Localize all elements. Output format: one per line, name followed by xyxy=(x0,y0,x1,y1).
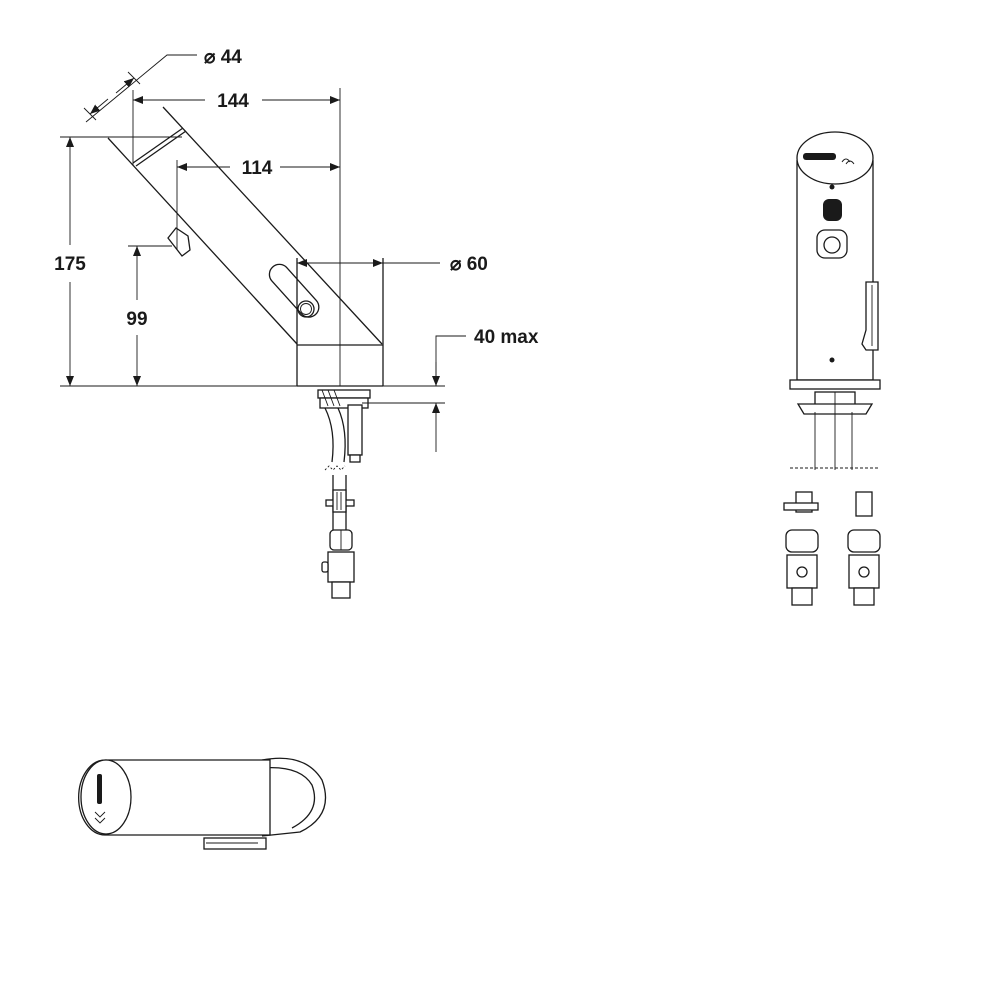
dimension-deck-thickness: 40 max xyxy=(362,327,539,452)
dim-deck-thickness-label: 40 max xyxy=(474,327,539,348)
side-slot xyxy=(268,263,320,318)
side-button xyxy=(297,300,315,318)
under-deck-fittings xyxy=(317,389,371,599)
dim-reach-outlet-label: 114 xyxy=(242,158,273,179)
dimension-height-outlet: 99 xyxy=(126,245,172,386)
sensor-bump xyxy=(167,227,191,257)
front-aerator xyxy=(816,229,848,259)
front-body xyxy=(796,160,874,381)
spout-body xyxy=(107,106,384,387)
front-base-plate xyxy=(789,379,881,390)
brand-logo xyxy=(803,153,836,160)
front-sensor-window xyxy=(823,199,842,221)
dimension-reach-outlet: 114 xyxy=(176,158,340,250)
dim-height-outlet-label: 99 xyxy=(126,309,147,330)
front-connector-right xyxy=(847,491,881,606)
dim-base-diameter-label: ⌀ 60 xyxy=(450,254,488,275)
dimension-outlet-diameter: ⌀ 44 xyxy=(83,47,242,123)
front-connector-left xyxy=(783,491,819,606)
sensor-wave-icon xyxy=(841,158,855,165)
dimension-reach-total: 144 xyxy=(132,88,341,386)
dimension-base-diameter: ⌀ 60 xyxy=(297,254,488,275)
top-lever xyxy=(203,837,267,850)
front-view xyxy=(783,131,881,606)
side-view: ⌀ 44 144 114 175 99 xyxy=(54,47,539,599)
dim-reach-total-label: 144 xyxy=(217,91,249,112)
front-lever xyxy=(861,281,879,351)
dim-outlet-diameter-label: ⌀ 44 xyxy=(204,47,242,68)
dim-height-total-label: 175 xyxy=(54,254,86,275)
top-view xyxy=(77,757,327,850)
top-outlet-end xyxy=(80,759,132,835)
dimension-height-total: 175 xyxy=(54,136,297,387)
top-curved-base xyxy=(261,757,327,837)
